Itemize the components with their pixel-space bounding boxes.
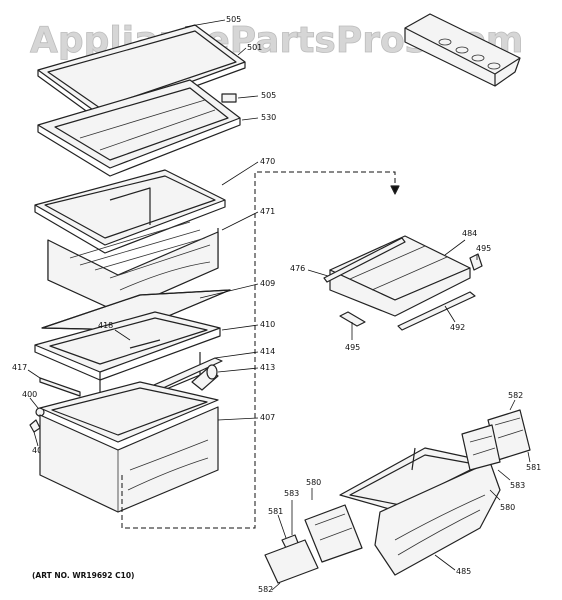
shelf-frame-part <box>37 79 241 177</box>
callout-580-left: 580 <box>306 478 321 487</box>
callout-495-right: 495 <box>476 244 491 253</box>
callout-417: 417 <box>12 363 27 372</box>
callout-413: 413 <box>260 363 275 372</box>
callout-580-right: 580 <box>500 503 515 512</box>
callout-501: 501 <box>247 43 262 52</box>
clip-part-right <box>469 253 483 271</box>
bracket-arrow <box>390 185 400 195</box>
callout-583-left: 583 <box>284 489 299 498</box>
callout-418: 418 <box>98 321 113 330</box>
callout-583-right: 583 <box>510 481 525 490</box>
rail-part <box>39 377 81 397</box>
art-number: (ART NO. WR19692 C10) <box>32 571 134 580</box>
humidity-control-left <box>264 504 363 584</box>
callout-530: 530 <box>261 113 276 122</box>
callout-492: 492 <box>450 323 465 332</box>
callout-484: 484 <box>462 229 477 238</box>
callout-410: 410 <box>260 320 275 329</box>
cylinder-part <box>191 364 219 391</box>
bottom-pan-part <box>39 381 219 513</box>
callout-471: 471 <box>260 207 275 216</box>
humidity-control-right <box>461 409 531 471</box>
callout-581-left: 581 <box>268 507 283 516</box>
callout-582-top: 582 <box>508 391 523 400</box>
callout-414: 414 <box>260 347 275 356</box>
callout-495-bottom: 495 <box>345 343 360 352</box>
callout-582-bottom: 582 <box>258 585 273 594</box>
clip-part-left <box>339 311 366 327</box>
cover-rail-part <box>323 237 406 283</box>
dashed-bracket <box>121 171 396 529</box>
door-bin-part <box>404 13 521 87</box>
callout-505-top: 505 <box>226 15 241 24</box>
callout-485: 485 <box>456 567 471 576</box>
callout-400: 400 <box>22 390 37 399</box>
callout-581-right: 581 <box>526 463 541 472</box>
front-trim-part <box>397 291 476 331</box>
callout-407: 407 <box>260 413 275 422</box>
callout-409: 409 <box>260 279 275 288</box>
pin-part <box>29 419 41 433</box>
callout-476: 476 <box>290 264 305 273</box>
callout-470: 470 <box>260 157 275 166</box>
snack-pan-part <box>34 169 226 313</box>
drawer-cover-part <box>329 235 471 317</box>
callout-505-right: 505 <box>261 91 276 100</box>
